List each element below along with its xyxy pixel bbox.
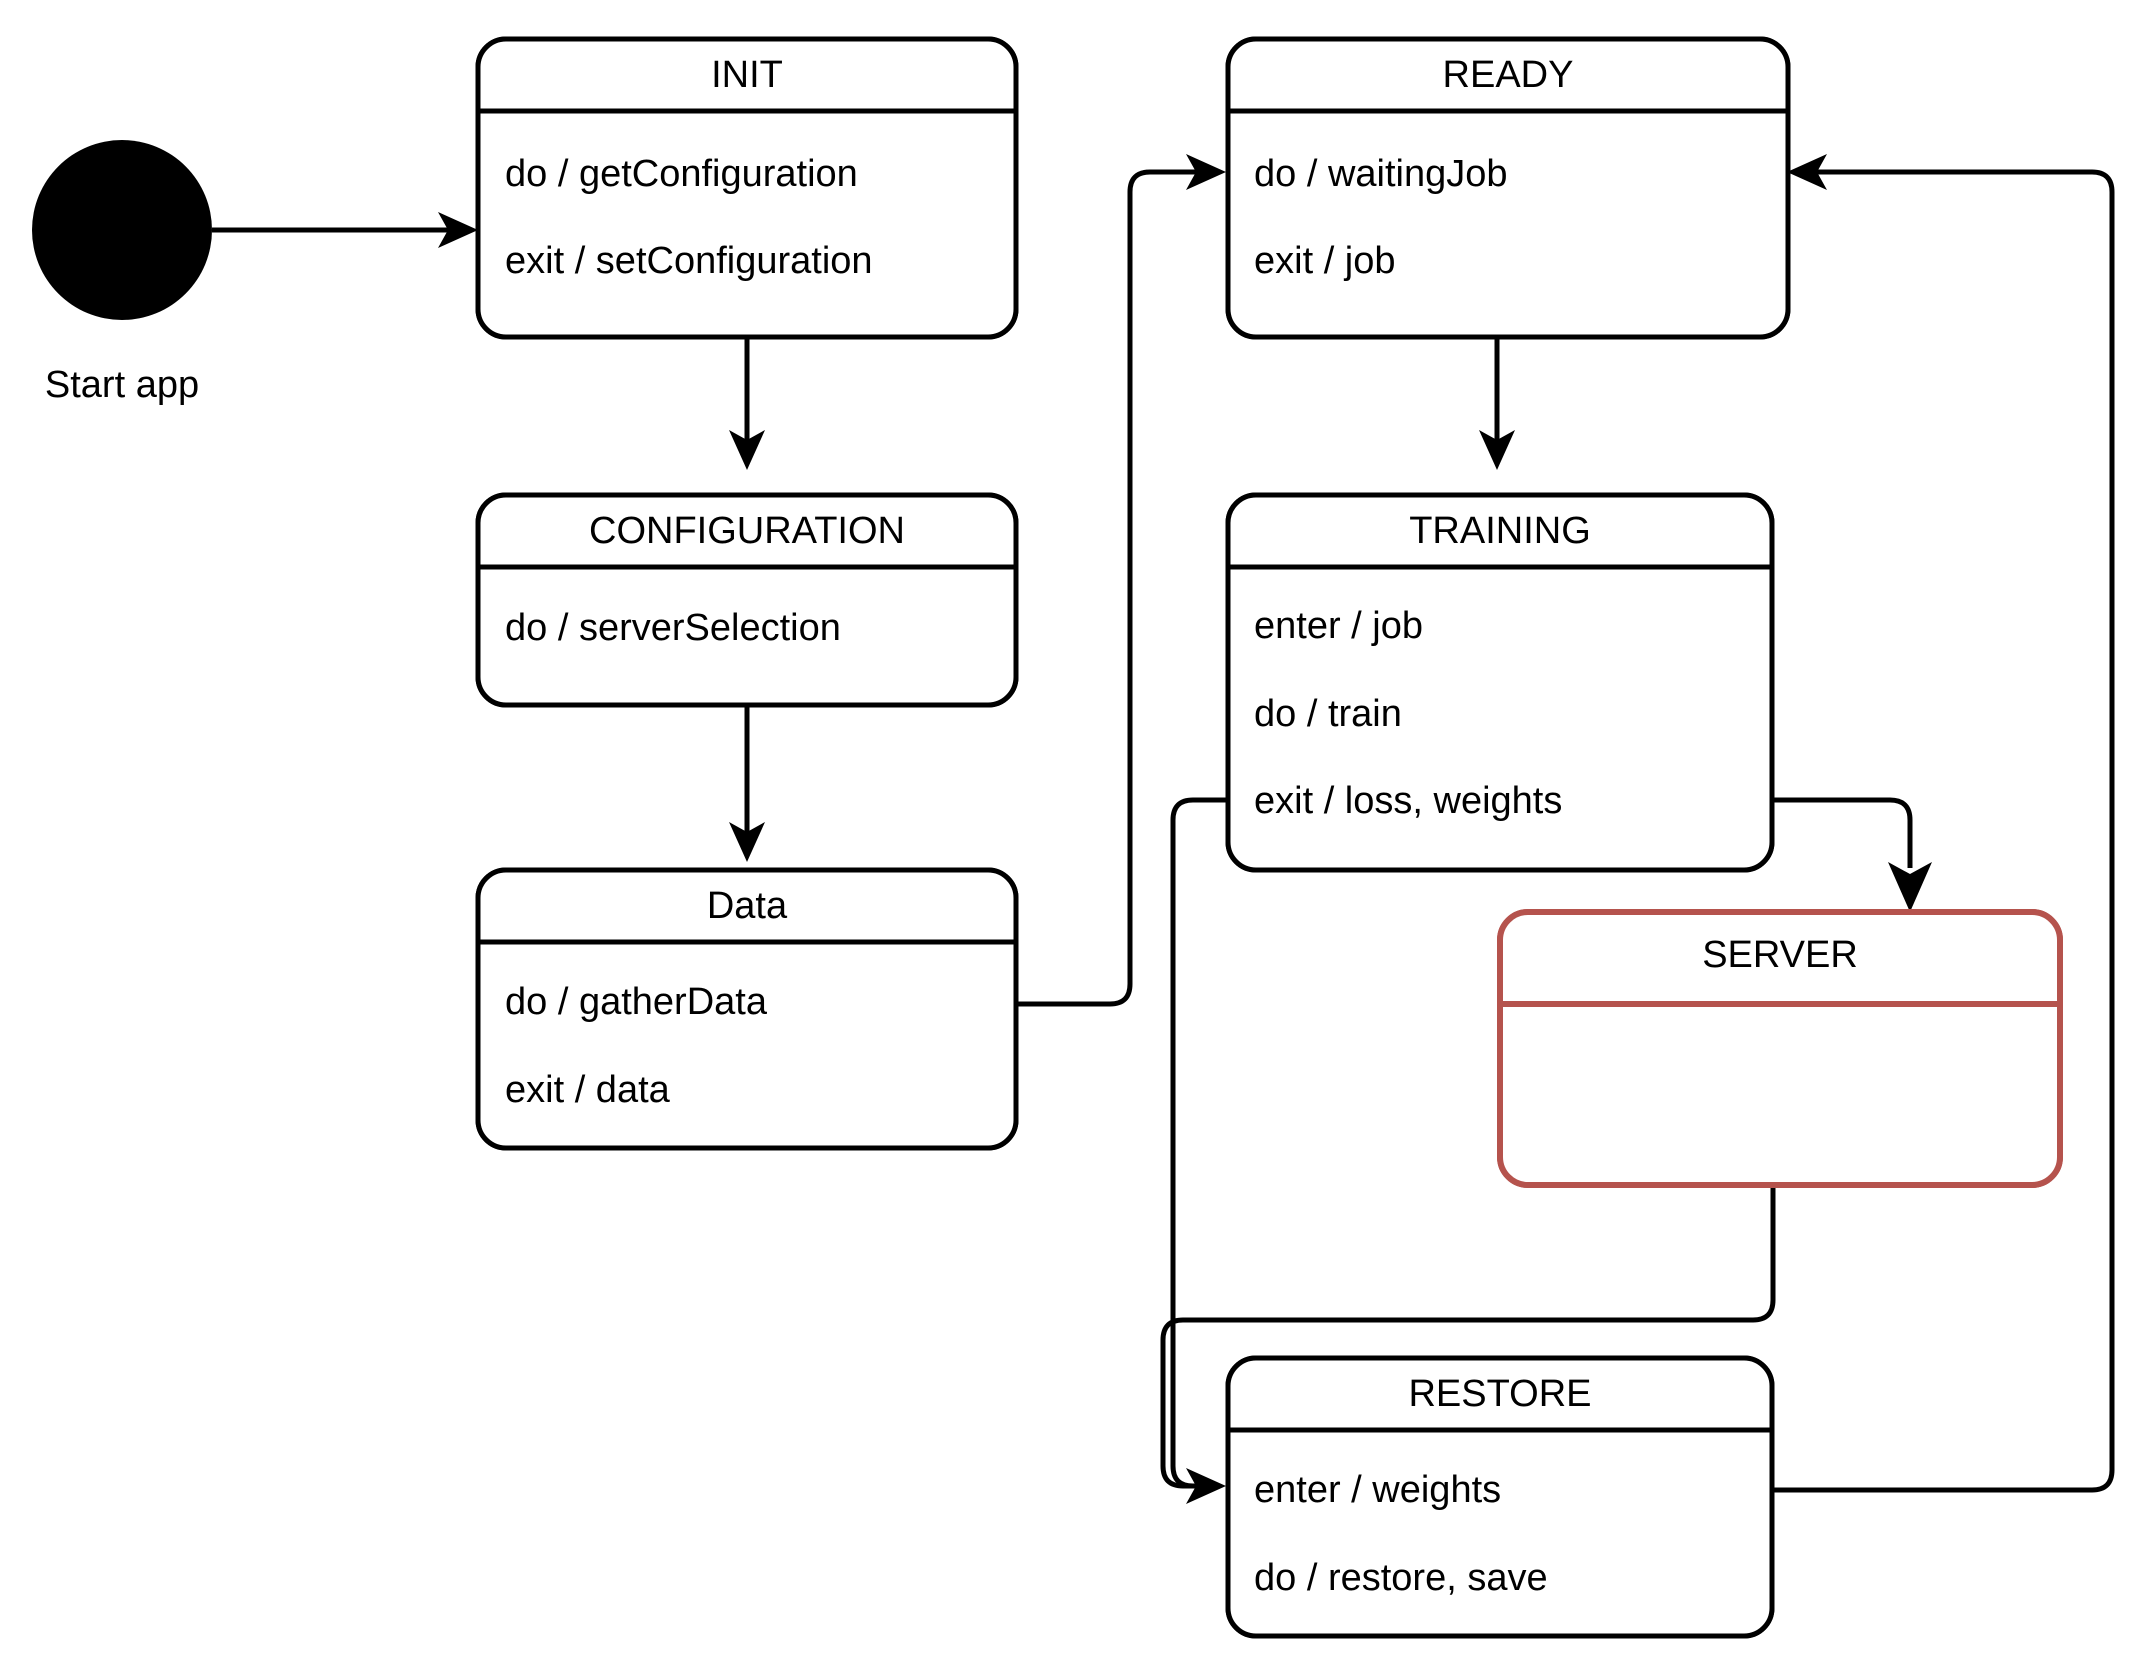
arrowhead-ready-from-data [1186, 154, 1226, 190]
edge-training-to-restore [1170, 797, 1226, 1504]
edge-ready-to-training [1479, 337, 1515, 470]
edge-data-to-ready [1016, 154, 1226, 1007]
state-restore-title: RESTORE [1408, 1373, 1591, 1415]
edge-training-to-server [1772, 797, 1932, 912]
arrowhead-training [1479, 430, 1515, 470]
state-ready-line-1: exit / job [1254, 240, 1396, 282]
edge-init-to-configuration [729, 337, 765, 470]
state-restore-line-0: enter / weights [1254, 1469, 1501, 1511]
state-server-title: SERVER [1702, 934, 1858, 976]
arrowhead-data [729, 822, 765, 862]
state-configuration[interactable]: CONFIGURATION do / serverSelection [475, 492, 1019, 708]
arrowhead-init [438, 212, 478, 248]
edge-server-to-restore [1160, 1185, 1776, 1489]
arrowhead-ready-from-restore [1787, 154, 1827, 190]
start-label: Start app [45, 364, 199, 406]
arrowhead-configuration [729, 430, 765, 470]
edge-configuration-to-data [729, 705, 765, 862]
state-init-line-0: do / getConfiguration [505, 153, 858, 195]
state-server[interactable]: SERVER [1497, 909, 2063, 1188]
state-training-line-0: enter / job [1254, 605, 1423, 647]
start-circle-icon [32, 140, 212, 320]
state-configuration-line-0: do / serverSelection [505, 607, 841, 649]
state-init-line-1: exit / setConfiguration [505, 240, 873, 282]
state-data-line-1: exit / data [505, 1069, 671, 1111]
state-training-title: TRAINING [1409, 510, 1591, 552]
state-restore[interactable]: RESTORE enter / weights do / restore, sa… [1225, 1355, 1775, 1639]
arrowhead-restore-from-training [1186, 1468, 1226, 1504]
state-init-title: INIT [711, 54, 783, 96]
edge-start-to-init [212, 212, 478, 248]
state-configuration-outline [475, 492, 1019, 708]
edge-restore-to-ready [1772, 154, 2115, 1493]
state-training-line-2: exit / loss, weights [1254, 780, 1562, 822]
state-data[interactable]: Data do / gatherData exit / data [475, 867, 1019, 1151]
start-node: Start app [32, 140, 212, 406]
state-server-outline [1497, 909, 2063, 1188]
state-ready[interactable]: READY do / waitingJob exit / job [1225, 36, 1791, 340]
state-configuration-title: CONFIGURATION [589, 510, 905, 552]
state-ready-line-0: do / waitingJob [1254, 153, 1508, 195]
state-init[interactable]: INIT do / getConfiguration exit / setCon… [475, 36, 1019, 340]
state-restore-line-1: do / restore, save [1254, 1557, 1548, 1599]
state-training-line-1: do / train [1254, 693, 1402, 735]
state-data-title: Data [707, 885, 788, 927]
state-training-outline [1225, 492, 1775, 873]
arrowhead-server [1888, 862, 1932, 912]
state-data-line-0: do / gatherData [505, 981, 768, 1023]
state-training[interactable]: TRAINING enter / job do / train exit / l… [1225, 492, 1775, 873]
state-ready-title: READY [1443, 54, 1574, 96]
